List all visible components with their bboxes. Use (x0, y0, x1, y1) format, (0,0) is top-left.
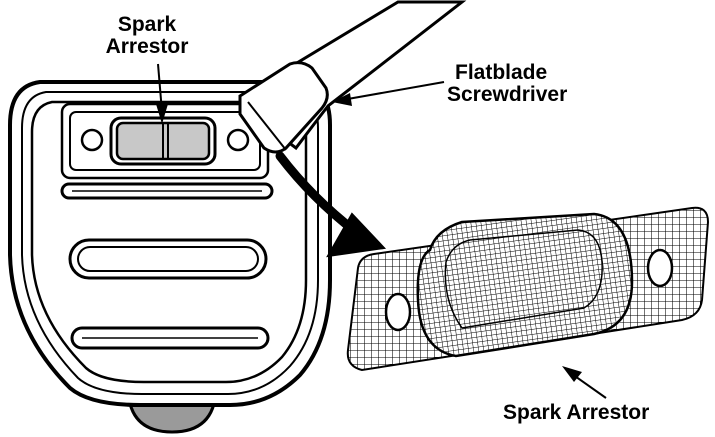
flatblade-screwdriver (238, 0, 467, 154)
spark-arrestor-label-top-line1: Spark (117, 13, 177, 36)
flatblade-label-line1: Flatblade (455, 61, 548, 84)
flatblade-label-line2: Screwdriver (447, 83, 568, 106)
spark-arrestor-mesh (346, 206, 710, 372)
leader-arrows (156, 63, 607, 399)
flatblade-screwdriver-label: Flatblade Screwdriver (447, 62, 567, 106)
arrestor-plate (60, 102, 270, 180)
spark-arrestor-label-top: Spark Arrestor (103, 14, 191, 58)
spark-arrestor-label-bottom: Spark Arrestor (503, 401, 650, 424)
cover-slots (60, 182, 274, 350)
curved-arrow (275, 151, 387, 258)
spark-arrestor-label-top-line2: Arrestor (105, 35, 189, 58)
